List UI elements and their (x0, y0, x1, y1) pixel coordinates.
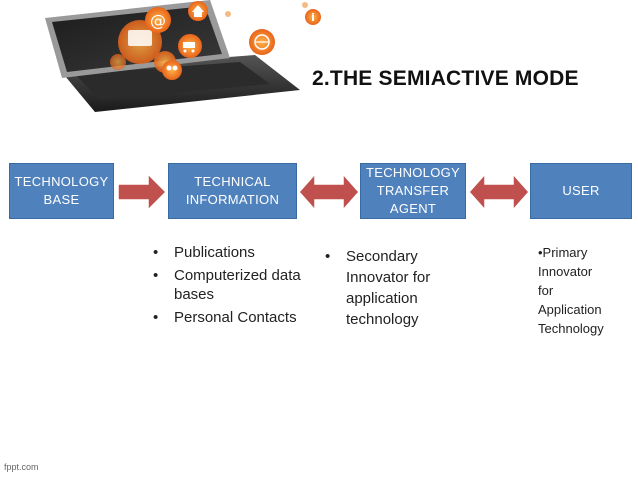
list-item: Personal Contacts (148, 308, 328, 327)
right-arrow-icon (118, 174, 166, 210)
double-arrow-icon (469, 174, 529, 210)
svg-text:i: i (311, 11, 315, 24)
user-box: USER (530, 163, 632, 219)
technical-information-list: Publications Computerized data bases Per… (148, 243, 328, 331)
technology-base-box: TECHNOLOGY BASE (9, 163, 114, 219)
list-item: Publications (148, 243, 328, 262)
technical-information-box: TECHNICAL INFORMATION (168, 163, 297, 219)
technology-transfer-agent-box: TECHNOLOGY TRANSFER AGENT (360, 163, 466, 219)
user-note: •Primary Innovator for Application Techn… (538, 245, 604, 336)
laptop-icon (45, 0, 300, 112)
shopping-cart-icon (178, 34, 202, 58)
transfer-agent-list: Secondary Innovator for application tech… (320, 246, 460, 334)
laptop-illustration: @ i (45, 0, 321, 112)
info-icon: i (305, 9, 321, 25)
double-arrow-icon (299, 174, 359, 210)
home-icon (188, 1, 208, 21)
dot-icon (302, 2, 308, 8)
slide-title: 2.THE SEMIACTIVE MODE (312, 67, 579, 90)
list-item: Secondary Innovator for application tech… (320, 246, 460, 330)
footer-watermark: fppt.com (4, 462, 39, 472)
list-item: Computerized data bases (148, 266, 328, 304)
users-icon (162, 60, 182, 80)
technical-information-label: TECHNICAL INFORMATION (185, 174, 280, 207)
dot-icon (225, 11, 231, 17)
user-label: USER (562, 183, 600, 198)
email-at-icon: @ (145, 7, 171, 33)
svg-text:@: @ (150, 11, 166, 30)
technology-base-label: TECHNOLOGY BASE (14, 174, 109, 207)
globe-icon (249, 29, 275, 55)
technology-transfer-agent-label: TECHNOLOGY TRANSFER AGENT (365, 165, 460, 216)
